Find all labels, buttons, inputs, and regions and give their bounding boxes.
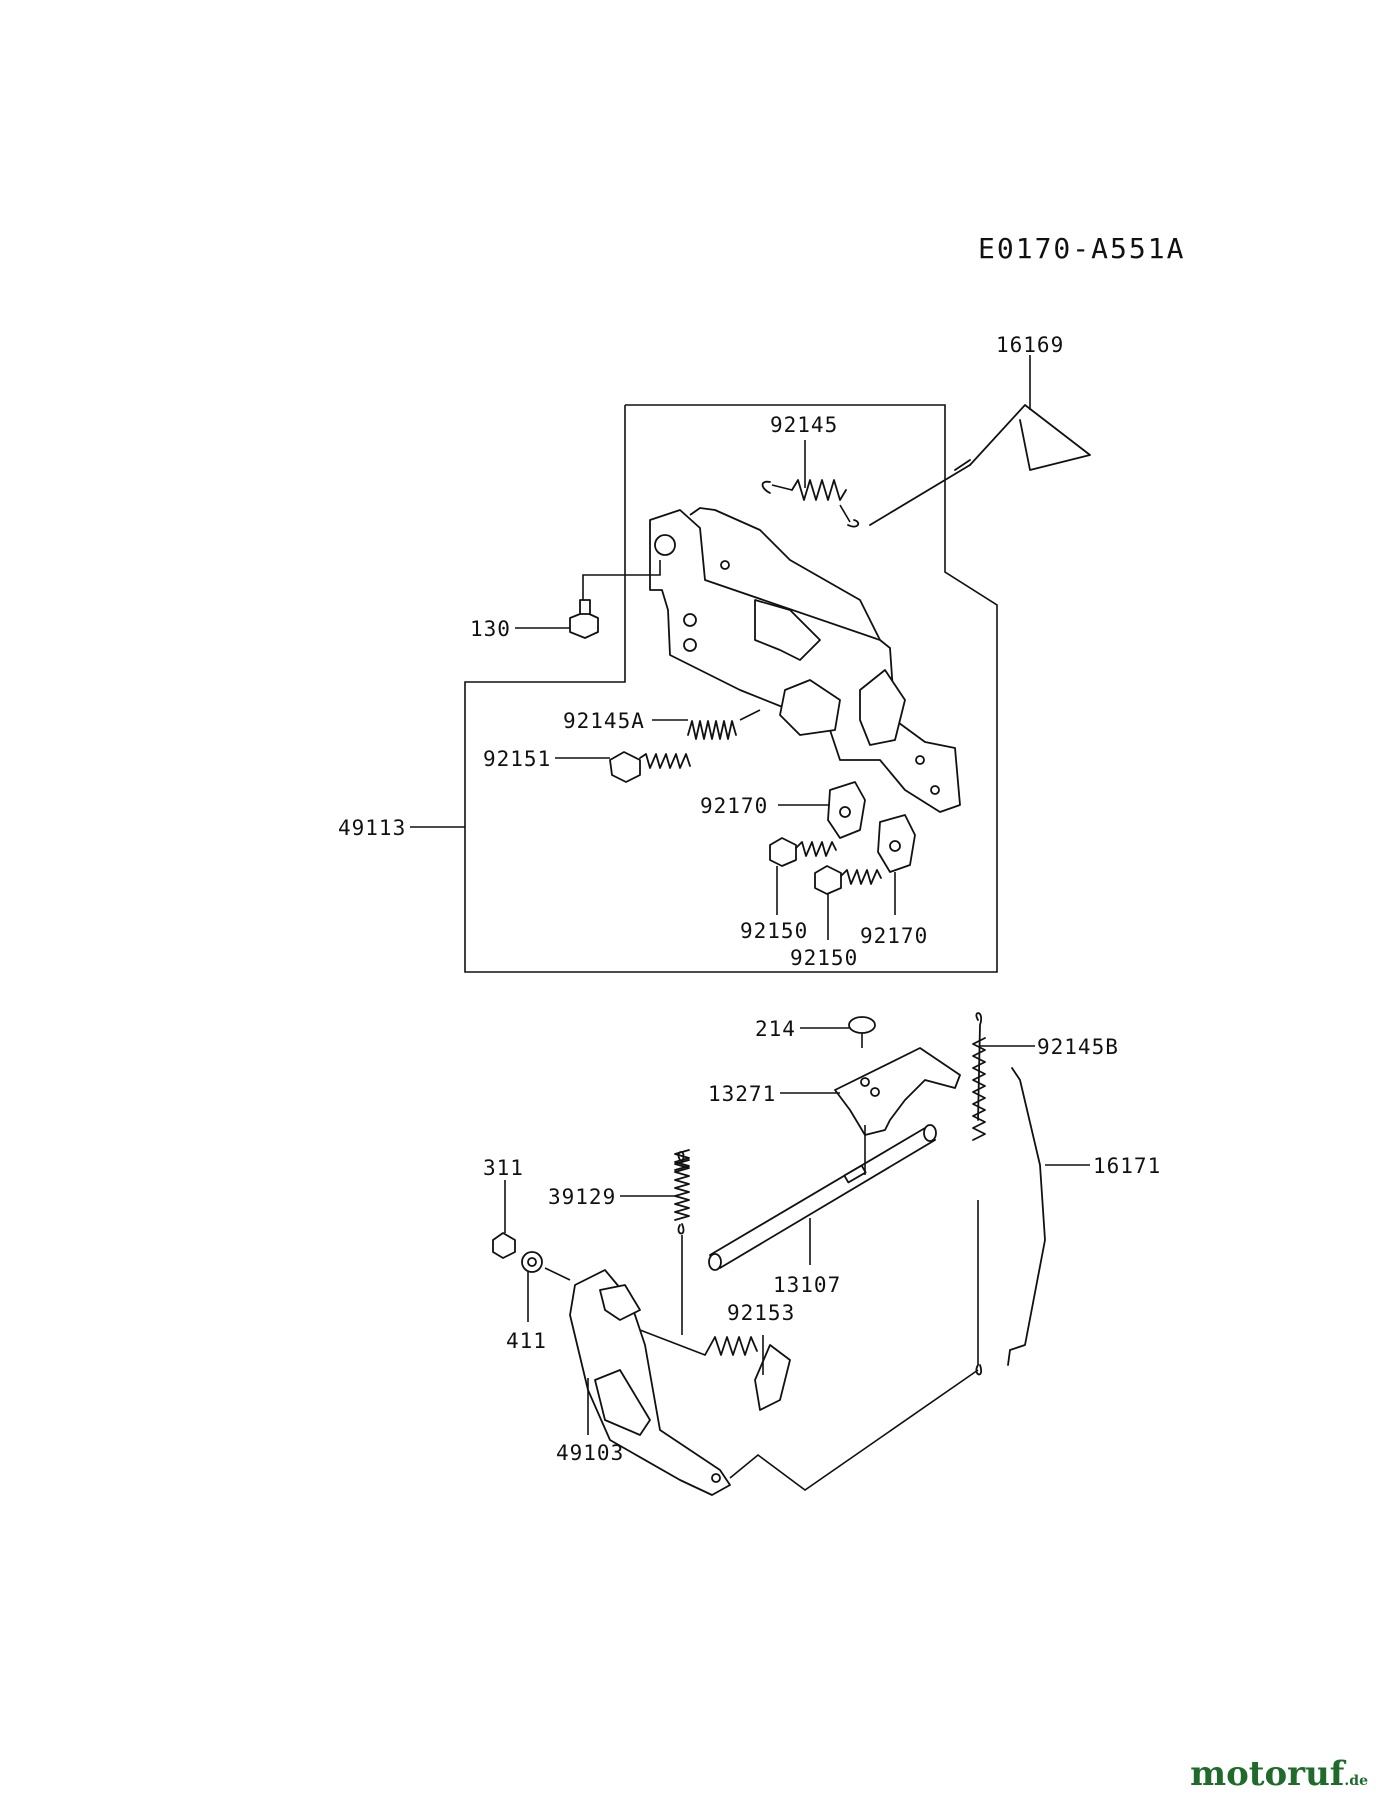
shaft-13107 [708, 1124, 937, 1271]
watermark-name: motoruf [1190, 1754, 1345, 1794]
watermark-suffix: .de [1344, 1773, 1368, 1789]
label-49103: 49103 [556, 1441, 624, 1465]
label-92151: 92151 [483, 747, 551, 771]
watermark-logo: motoruf.de [1190, 1754, 1368, 1794]
spring-92145A [687, 720, 737, 740]
label-16171: 16171 [1093, 1154, 1161, 1178]
label-92170-a: 92170 [700, 794, 768, 818]
label-39129: 39129 [548, 1185, 616, 1209]
label-92150-b: 92150 [790, 946, 858, 970]
rod-16171 [1007, 1067, 1046, 1366]
plate-13271 [834, 1047, 961, 1136]
screw-92150-a [769, 837, 837, 867]
assembly-outline-49113 [464, 404, 998, 973]
label-92145B: 92145B [1037, 1035, 1119, 1059]
label-214: 214 [755, 1017, 796, 1041]
spring-92145B [972, 1012, 986, 1376]
spring-92145 [761, 479, 860, 528]
label-16169: 16169 [996, 333, 1064, 357]
screw-92150-b [814, 865, 882, 895]
label-411: 411 [506, 1329, 547, 1353]
label-92170-b: 92170 [860, 924, 928, 948]
link-line-lower [729, 1369, 979, 1491]
label-13271: 13271 [708, 1082, 776, 1106]
clamp-92170-a [827, 781, 866, 839]
spring-39129 [674, 1149, 690, 1335]
screw-214 [848, 1016, 876, 1048]
diagram-code: E0170-A551A [978, 232, 1185, 265]
label-49113: 49113 [338, 816, 406, 840]
bolt-92153 [704, 1336, 791, 1411]
leader-130-up [582, 560, 661, 600]
control-plate [649, 507, 961, 813]
label-311: 311 [483, 1156, 524, 1180]
link-rod-16169 [869, 404, 1091, 526]
clamp-92170-b [877, 814, 916, 873]
lever-49103 [569, 1269, 731, 1496]
label-92145A: 92145A [563, 709, 645, 733]
bolt-130 [569, 599, 599, 639]
label-13107: 13107 [773, 1273, 841, 1297]
screw-92151 [609, 751, 691, 783]
label-92145: 92145 [770, 413, 838, 437]
label-130: 130 [470, 617, 511, 641]
label-92153: 92153 [727, 1301, 795, 1325]
label-92150-a: 92150 [740, 919, 808, 943]
nut-311 [492, 1232, 516, 1259]
washer-411 [521, 1251, 543, 1273]
